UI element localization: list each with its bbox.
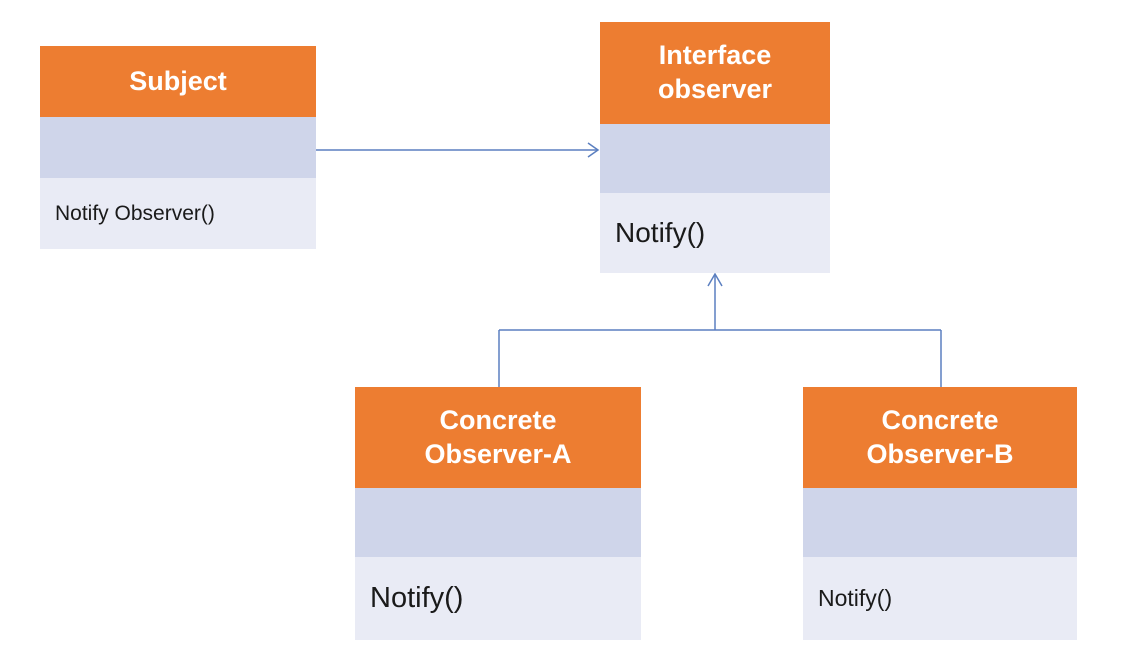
interface-observer-method: Notify() [615,217,706,248]
interface-observer-attributes-section [600,124,830,193]
concrete-observer-a-title-line-1: Concrete [439,404,557,435]
subject-to-interface-arrow [316,142,600,158]
concrete-observer-b-title-line-2: Observer-B [866,438,1014,469]
concrete-observer-b-title-line-1: Concrete [881,404,999,435]
subject-class-box: Subject Notify Observer() [40,46,316,249]
interface-observer-title-line-2: observer [657,74,773,104]
subject-attributes-section [40,117,316,178]
subject-class-header: Subject [40,46,316,117]
interface-observer-title-line-1: Interface [658,40,772,71]
concrete-observer-a-method: Notify() [370,582,464,614]
concrete-observer-b-method: Notify() [818,585,893,611]
interface-observer-class-box: Interface observer Notify() [600,22,830,273]
concrete-observer-a-attributes-section [355,488,641,557]
concrete-observer-b-attributes-section [803,488,1077,557]
concrete-observer-a-class-header: Concrete Observer-A [355,387,641,488]
concrete-observer-b-class-box: Concrete Observer-B Notify() [803,387,1077,640]
observers-to-interface-arrow [498,272,942,387]
interface-observer-methods-section: Notify() [600,193,830,273]
concrete-observer-b-class-header: Concrete Observer-B [803,387,1077,488]
concrete-observer-a-class-box: Concrete Observer-A Notify() [355,387,641,640]
subject-method: Notify Observer() [55,201,215,225]
concrete-observer-a-title-line-2: Observer-A [424,438,572,469]
subject-methods-section: Notify Observer() [40,178,316,249]
interface-observer-class-header: Interface observer [600,22,830,124]
subject-class-title: Subject [129,65,227,96]
concrete-observer-a-methods-section: Notify() [355,557,641,640]
concrete-observer-b-methods-section: Notify() [803,557,1077,640]
